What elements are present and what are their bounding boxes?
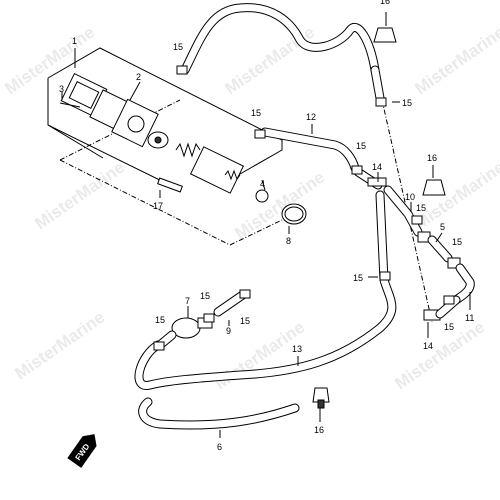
callout-5: 5: [440, 222, 445, 232]
fuel-hose-13: [134, 190, 397, 390]
hose-clamp: [375, 97, 387, 107]
callout-15: 15: [155, 315, 165, 325]
callout-15: 15: [173, 42, 183, 52]
pump-plunger-center: [154, 136, 162, 144]
hose-clamp: [411, 215, 423, 225]
pump-spring: [175, 142, 201, 158]
callout-3: 3: [59, 84, 64, 94]
callout-15: 15: [200, 291, 210, 301]
hose-clips: [312, 27, 446, 409]
hose-clamp: [239, 289, 251, 299]
clip-16-top: [373, 27, 397, 43]
callout-labels: 1 2 3 4 5 6 7 8 9 10 11 12 13 14 14 15 1…: [59, 0, 474, 452]
callout-16-bottom: 16: [314, 425, 324, 435]
pump-bolt: [157, 177, 183, 193]
watermark-text: MisterMarine: [221, 23, 318, 99]
hose-clamp: [203, 313, 215, 323]
hose-clamps-15: [153, 65, 455, 351]
callout-9: 9: [226, 326, 231, 336]
callout-15: 15: [353, 273, 363, 283]
fuel-hose-12: [260, 127, 360, 173]
callout-15: 15: [452, 237, 462, 247]
forward-arrow-marker: FWD: [67, 434, 97, 468]
hose-clamp: [443, 295, 455, 305]
watermark-text: MisterMarine: [411, 23, 500, 99]
callout-14-lower: 14: [423, 341, 433, 351]
callout-15: 15: [416, 203, 426, 213]
callout-15: 15: [356, 141, 366, 151]
clip-16-right: [422, 179, 446, 196]
callout-6: 6: [217, 442, 222, 452]
pump-lower-spring: [224, 169, 241, 181]
hose-clamp: [351, 165, 363, 175]
pump-plug: [255, 189, 269, 203]
fuel-joint-upper: [353, 167, 475, 305]
watermark-text: MisterMarine: [11, 308, 108, 384]
fuel-pump-parts: [59, 72, 307, 225]
callout-11: 11: [465, 313, 474, 323]
clip-16-bottom-pin: [317, 399, 325, 409]
hose-clamp: [379, 271, 391, 281]
pump-o-ring-inner: [284, 206, 304, 222]
pump-screw: [59, 102, 81, 108]
callout-15: 15: [240, 316, 250, 326]
pump-cover-inner: [68, 80, 100, 110]
hose-clamp: [153, 341, 165, 351]
callout-12: 12: [306, 112, 316, 122]
callout-15: 15: [444, 322, 454, 332]
callout-4: 4: [260, 179, 265, 189]
callout-13: 13: [292, 344, 302, 354]
callout-8: 8: [286, 236, 291, 246]
hose-clamp: [176, 65, 188, 75]
forward-arrow-icon: [67, 434, 97, 468]
callout-2: 2: [136, 72, 141, 82]
callout-16-top: 16: [380, 0, 390, 6]
callout-16-right: 16: [427, 153, 437, 163]
leader-lines: [61, 12, 471, 438]
fuel-hose-6: [138, 397, 300, 430]
callout-14-upper: 14: [372, 162, 382, 172]
pump-lower-housing: [189, 146, 245, 194]
fuel-hose-top: [180, 3, 385, 103]
hose-clamp: [254, 129, 266, 139]
watermark-text: MisterMarine: [391, 318, 488, 394]
callout-10: 10: [405, 192, 415, 202]
callout-15: 15: [402, 98, 412, 108]
callout-7: 7: [185, 296, 190, 306]
watermark-text: MisterMarine: [31, 158, 128, 234]
watermark-text: MisterMarine: [231, 168, 328, 244]
callout-17: 17: [153, 201, 163, 211]
callout-1: 1: [72, 36, 77, 46]
pump-body-port: [127, 115, 145, 133]
callout-15: 15: [251, 108, 261, 118]
t-joint-upper: [367, 177, 387, 187]
clip-16-bottom: [312, 387, 330, 403]
hose-clamp: [447, 257, 461, 269]
